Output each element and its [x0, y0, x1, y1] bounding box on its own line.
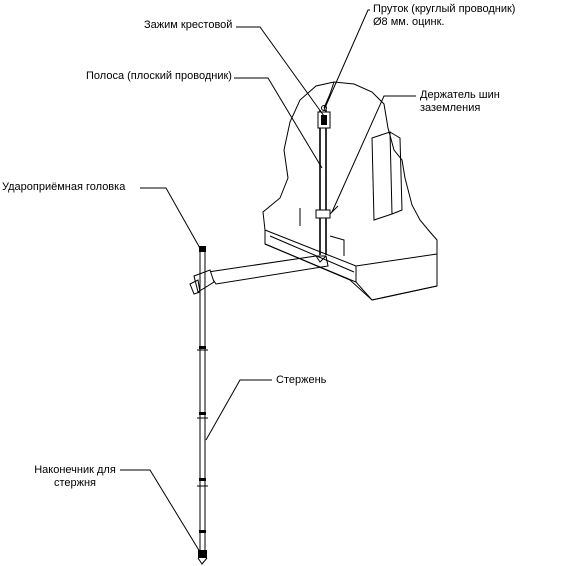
- label-strike-head: Удароприёмная головка: [2, 181, 126, 193]
- label-holder-line1: Держатель шин: [420, 89, 500, 101]
- leader-strike-head: [140, 187, 202, 251]
- leader-rod-wire: [323, 9, 370, 111]
- busbar-holder: [315, 205, 339, 219]
- label-rod-wire-line2: Ø8 мм. оцинк.: [373, 16, 445, 28]
- ground-rod: [197, 246, 208, 565]
- leader-lines: [120, 9, 416, 553]
- label-strip: Полоса (плоский проводник): [86, 70, 232, 82]
- label-holder-line2: заземления: [420, 102, 481, 114]
- flat-strip: [207, 255, 329, 285]
- label-rod: Стержень: [276, 374, 327, 386]
- label-clamp: Зажим крестовой: [144, 19, 233, 31]
- label-tip-line1: Наконечник для: [34, 464, 116, 476]
- label-rod-wire-line1: Пруток (круглый проводник): [373, 3, 516, 15]
- leader-clamp: [236, 26, 325, 117]
- label-tip-line2: стержня: [53, 477, 97, 489]
- leader-rod: [205, 379, 272, 441]
- round-wire: [323, 81, 335, 109]
- down-conductor: [319, 110, 327, 255]
- leader-strip: [234, 77, 323, 169]
- strike-head-clamp: [189, 269, 215, 295]
- building-block: [262, 81, 438, 301]
- leader-holder: [331, 95, 416, 213]
- leader-tip: [120, 469, 201, 553]
